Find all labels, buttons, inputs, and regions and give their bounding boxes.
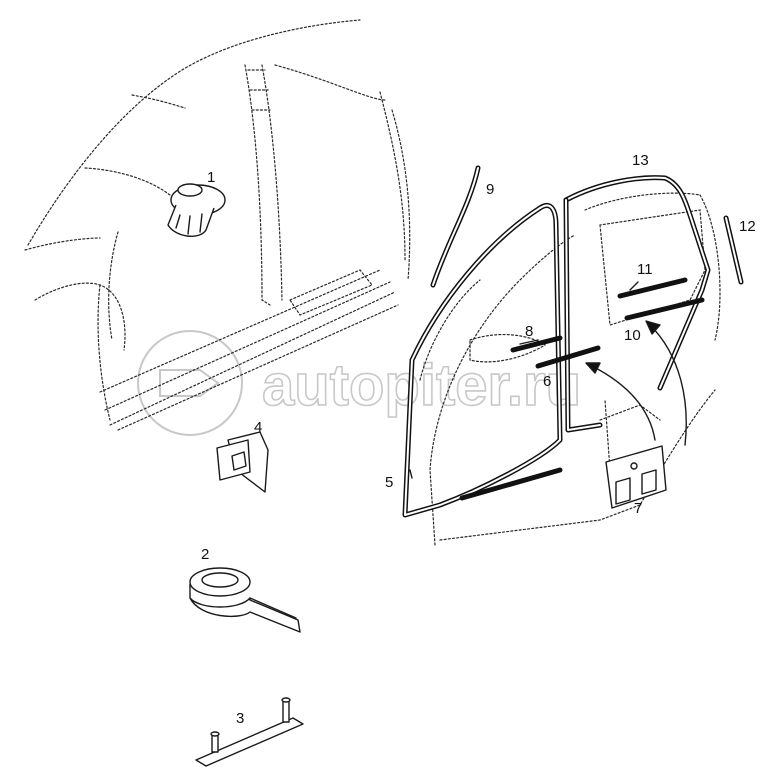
part-10-moulding [624,297,705,321]
part-5-door-seal [402,202,563,518]
callout-labels: 1 2 3 4 5 6 7 8 9 10 11 12 13 [201,152,756,727]
callout-7: 7 [634,500,642,517]
part-2-tape-roll [189,567,301,633]
part-4-clip [216,431,269,493]
callout-8: 8 [525,323,533,340]
part-9-strip [430,165,481,288]
part-11-moulding [617,277,688,299]
callout-11: 11 [637,261,653,278]
callout-6: 6 [543,373,551,390]
part-3-plate [195,697,304,767]
callout-13: 13 [632,152,649,169]
callout-12: 12 [739,218,756,235]
callout-1: 1 [207,169,215,186]
callout-10: 10 [624,327,641,344]
callout-4: 4 [254,419,262,436]
part-6-moulding [535,345,601,369]
watermark: autopiter.ru [137,330,582,436]
callout-5: 5 [385,474,393,491]
callout-9: 9 [486,181,494,198]
belt-mouldings [459,277,705,501]
leader-lines [409,281,639,479]
part-12-strip [723,215,744,285]
pointer-arrows [585,320,687,446]
door-outline [419,192,721,546]
watermark-logo-ring [137,330,243,436]
callout-3: 3 [236,710,244,727]
lower-door-moulding [459,467,563,501]
part-1-clip [167,183,226,237]
watermark-text: autopiter.ru [262,353,581,418]
car-body-outline [24,19,411,431]
watermark-logo-arrow [159,369,220,397]
part-7-bracket [605,445,667,509]
part-13-frame-seal [563,175,711,433]
part-8-moulding [510,335,563,353]
callout-2: 2 [201,546,209,563]
